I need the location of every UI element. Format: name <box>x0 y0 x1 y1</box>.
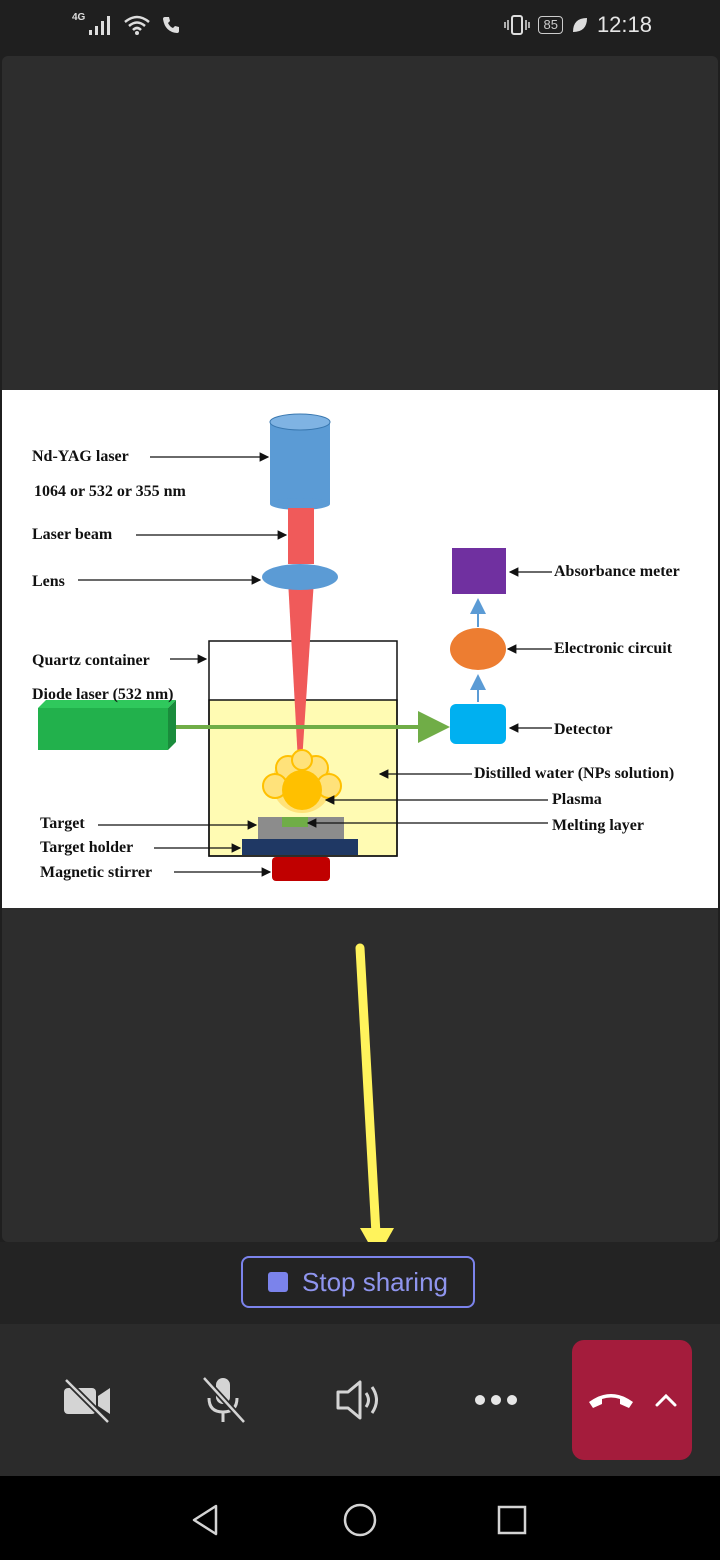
lens <box>262 564 338 590</box>
label-laser-beam: Laser beam <box>32 526 113 543</box>
sharing-control-strip: Stop sharing <box>0 1242 720 1324</box>
label-target: Target <box>40 815 85 832</box>
magnetic-stirrer <box>272 857 330 881</box>
chevron-up-icon[interactable] <box>654 1392 678 1408</box>
label-electronic-circuit: Electronic circuit <box>554 640 673 657</box>
home-button[interactable] <box>338 1498 382 1542</box>
target-holder <box>242 839 358 855</box>
absorbance-meter <box>452 548 506 594</box>
call-control-bar <box>0 1324 720 1476</box>
label-target-holder: Target holder <box>40 839 133 856</box>
stop-icon <box>268 1272 288 1292</box>
recents-icon <box>497 1505 527 1535</box>
hangup-icon <box>589 1394 633 1408</box>
label-magnetic-stirrer: Magnetic stirrer <box>40 864 152 881</box>
camera-toggle-button[interactable] <box>48 1368 128 1432</box>
more-icon <box>475 1395 517 1405</box>
diode-laser <box>38 708 168 750</box>
label-lens: Lens <box>32 573 65 590</box>
laser-beam <box>288 508 314 564</box>
battery-icon: 85 <box>538 16 563 34</box>
nd-yag-laser-top <box>269 413 331 431</box>
status-left: 4G <box>72 11 181 36</box>
label-distilled-water: Distilled water (NPs solution) <box>474 765 674 782</box>
camera-off-icon <box>63 1377 111 1424</box>
laser-ablation-diagram: Nd-YAG laser 1064 or 532 or 355 nm Laser… <box>32 413 680 881</box>
mic-off-icon <box>201 1375 247 1425</box>
status-bar: 4G 85 12:18 <box>0 0 720 56</box>
plasma <box>262 749 342 813</box>
label-absorbance-meter: Absorbance meter <box>554 563 680 580</box>
network-type: 4G <box>72 11 86 23</box>
speaker-icon <box>336 1380 378 1420</box>
focused-beam <box>288 580 314 762</box>
hang-up-button[interactable] <box>572 1340 692 1460</box>
back-button[interactable] <box>184 1498 228 1542</box>
stop-sharing-label: Stop sharing <box>302 1266 448 1297</box>
recents-button[interactable] <box>490 1498 534 1542</box>
system-nav-bar <box>0 1476 720 1560</box>
detector <box>450 704 506 744</box>
melting-layer <box>282 817 308 827</box>
vibrate-icon <box>504 15 531 35</box>
phone-icon <box>163 17 180 33</box>
nd-yag-laser-body <box>270 422 330 504</box>
shared-diagram: Nd-YAG laser 1064 or 532 or 355 nm Laser… <box>2 390 718 908</box>
label-wavelengths: 1064 or 532 or 355 nm <box>34 483 187 500</box>
label-diode-laser: Diode laser (532 nm) <box>32 686 173 703</box>
label-melting-layer: Melting layer <box>552 817 644 834</box>
status-right: 85 12:18 <box>504 12 652 38</box>
wifi-icon <box>124 15 151 35</box>
home-icon <box>343 1503 377 1537</box>
speaker-button[interactable] <box>320 1368 400 1432</box>
label-detector: Detector <box>554 721 613 738</box>
label-plasma: Plasma <box>552 791 602 808</box>
label-nd-yag-laser: Nd-YAG laser <box>32 448 129 465</box>
back-icon <box>192 1504 218 1536</box>
clock: 12:18 <box>596 12 652 37</box>
leaf-icon <box>572 18 587 32</box>
stop-sharing-button[interactable]: Stop sharing <box>241 1256 475 1308</box>
microphone-toggle-button[interactable] <box>184 1368 264 1432</box>
label-quartz-container: Quartz container <box>32 652 150 669</box>
signal-icon <box>89 16 111 35</box>
electronic-circuit <box>450 628 506 670</box>
shared-screen-stage: Nd-YAG laser 1064 or 532 or 355 nm Laser… <box>2 56 718 1242</box>
more-options-button[interactable] <box>456 1368 536 1432</box>
